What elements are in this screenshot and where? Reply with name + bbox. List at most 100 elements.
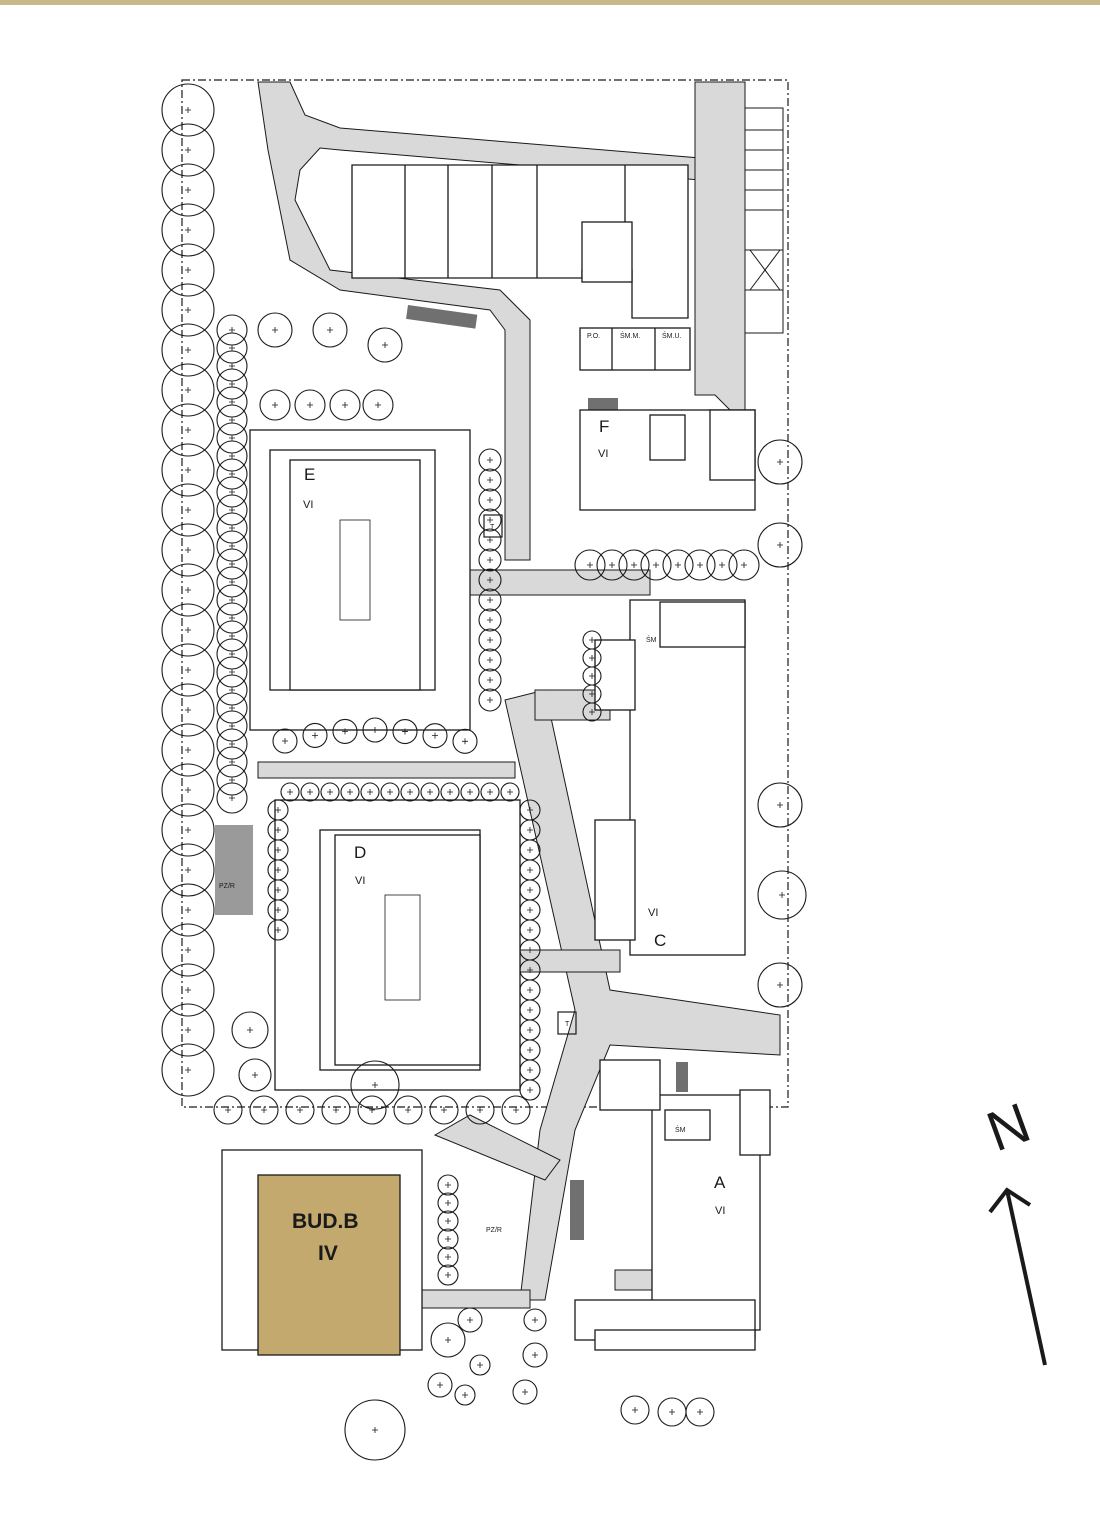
tree-icon — [392, 718, 418, 745]
tree-icon — [437, 1246, 459, 1268]
tree-icon — [685, 1397, 715, 1427]
tree-marker-icon — [185, 467, 191, 473]
tree-marker-icon — [297, 1107, 303, 1113]
tree-marker-icon — [229, 579, 235, 585]
tree-marker-icon — [432, 732, 438, 739]
tree-marker-icon — [229, 633, 235, 639]
tree-icon — [640, 549, 672, 581]
tree-icon — [620, 1395, 650, 1425]
tree-icon — [480, 782, 500, 802]
tree-marker-icon — [229, 363, 235, 369]
tree-marker-icon — [445, 1236, 451, 1242]
tree-marker-icon — [185, 347, 191, 353]
tree-marker-icon — [477, 1362, 483, 1368]
tree-icon — [618, 549, 650, 581]
building-a — [574, 1059, 771, 1351]
tree-icon — [478, 528, 502, 552]
tree-marker-icon — [527, 807, 533, 813]
tree-marker-icon — [229, 615, 235, 621]
tree-marker-icon — [272, 402, 278, 408]
tree-icon — [357, 1095, 387, 1125]
label-sm-a: ŚM — [675, 1125, 686, 1134]
tree-icon — [362, 389, 394, 421]
building-d-name: D — [354, 843, 366, 862]
tree-icon — [478, 628, 502, 652]
tree-marker-icon — [532, 1317, 538, 1323]
tree-marker-icon — [185, 627, 191, 633]
tree-icon — [430, 1322, 466, 1358]
building-f-level: VI — [598, 448, 608, 460]
tree-marker-icon — [487, 637, 493, 643]
label-po: P.O. — [587, 333, 600, 340]
tree-marker-icon — [185, 1027, 191, 1033]
tree-icon — [161, 683, 215, 737]
tree-marker-icon — [777, 542, 783, 548]
tree-marker-icon — [185, 1067, 191, 1073]
building-f-complex — [351, 164, 756, 511]
tree-icon — [161, 923, 215, 977]
tree-marker-icon — [527, 987, 533, 993]
tree-marker-icon — [342, 728, 348, 735]
tree-marker-icon — [185, 547, 191, 553]
tree-icon — [360, 782, 380, 802]
tree-marker-icon — [527, 1027, 533, 1033]
tree-marker-icon — [261, 1107, 267, 1113]
tree-icon — [161, 523, 215, 577]
tree-marker-icon — [185, 307, 191, 313]
tree-icon — [161, 563, 215, 617]
label-sm-c: ŚM — [646, 635, 657, 644]
tree-marker-icon — [275, 927, 281, 933]
tree-marker-icon — [462, 1392, 468, 1398]
building-c-level: VI — [648, 907, 658, 919]
tree-marker-icon — [229, 453, 235, 459]
tree-icon — [662, 549, 694, 581]
tree-icon — [582, 702, 602, 722]
tree-icon — [429, 1095, 459, 1125]
tree-icon — [478, 488, 502, 512]
tree-marker-icon — [275, 807, 281, 813]
tree-marker-icon — [275, 887, 281, 893]
tree-icon — [213, 1095, 243, 1125]
tree-marker-icon — [229, 759, 235, 765]
tree-icon — [161, 443, 215, 497]
tree-marker-icon — [527, 907, 533, 913]
tree-marker-icon — [372, 727, 378, 734]
building-e — [249, 429, 471, 731]
tree-icon — [574, 549, 606, 581]
tree-marker-icon — [229, 669, 235, 675]
tree-marker-icon — [445, 1254, 451, 1260]
tree-icon — [216, 782, 248, 814]
tree-icon — [478, 568, 502, 592]
tree-icon — [512, 1379, 538, 1405]
tree-marker-icon — [653, 562, 659, 568]
tree-icon — [161, 83, 215, 137]
tree-marker-icon — [487, 597, 493, 603]
tree-marker-icon — [527, 827, 533, 833]
tree-icon — [454, 1384, 476, 1406]
top-rule — [0, 0, 1100, 5]
tree-marker-icon — [185, 707, 191, 713]
building-d — [274, 799, 521, 1091]
tree-icon — [280, 782, 300, 802]
tree-icon — [684, 549, 716, 581]
tree-marker-icon — [445, 1182, 451, 1188]
tree-marker-icon — [275, 907, 281, 913]
tree-marker-icon — [527, 887, 533, 893]
tree-marker-icon — [527, 927, 533, 933]
tree-marker-icon — [247, 1027, 253, 1033]
tree-icon — [757, 870, 807, 920]
tree-marker-icon — [372, 1082, 378, 1088]
tree-icon — [757, 962, 803, 1008]
label-t-1: T — [490, 524, 495, 531]
tree-icon — [161, 1003, 215, 1057]
tree-marker-icon — [347, 789, 353, 795]
tree-marker-icon — [185, 187, 191, 193]
dark-blocks — [215, 305, 688, 1240]
tree-marker-icon — [272, 327, 278, 333]
tree-icon — [161, 723, 215, 777]
building-c — [594, 599, 746, 956]
north-label: N — [979, 1090, 1039, 1163]
tree-marker-icon — [185, 427, 191, 433]
tree-marker-icon — [522, 1389, 528, 1395]
tree-marker-icon — [527, 1067, 533, 1073]
